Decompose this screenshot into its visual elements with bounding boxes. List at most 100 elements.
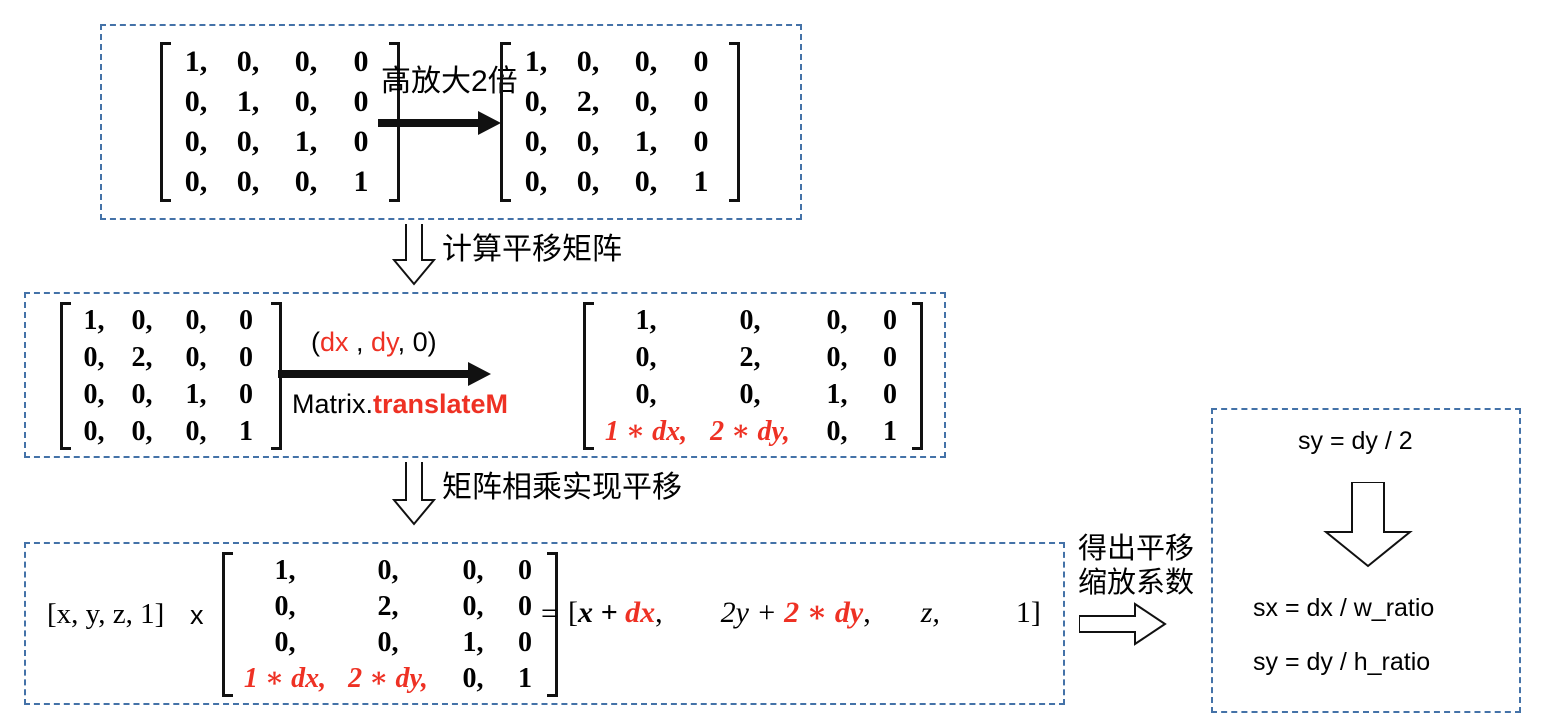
matrix-cell: 2 ∗ dy, xyxy=(710,416,790,447)
matrix-cell: 1, xyxy=(635,305,657,336)
matrix-cell: 1, xyxy=(634,125,658,158)
matrix-cell: 2 ∗ dy, xyxy=(348,662,428,694)
step3-equals-symbol: = xyxy=(541,597,558,630)
matrix-cell: 2, xyxy=(576,85,600,118)
bracket-left xyxy=(160,42,171,202)
step2-arrow-top-label: (dx , dy, 0) xyxy=(311,325,437,359)
matrix-row: 1, 0, 0, 0 xyxy=(173,42,387,82)
connector1-label: 计算平移矩阵 xyxy=(442,233,622,266)
matrix-cell: 1, xyxy=(185,379,207,410)
matrix-cell: 1 xyxy=(518,662,532,694)
matrix-row: 0, 0, 1, 0 xyxy=(73,376,269,413)
matrix-cell: 0, xyxy=(739,379,761,410)
matrix-cell: 0 xyxy=(353,125,369,158)
matrix-cell: 0, xyxy=(462,662,484,694)
matrix-cell: 1, xyxy=(462,626,484,658)
matrix-cell: 0, xyxy=(826,342,848,373)
matrix-cell: 2, xyxy=(131,342,153,373)
matrix-cell: 0, xyxy=(635,379,657,410)
matrix-cell: 0, xyxy=(184,125,208,158)
matrix-row: 1, 0, 0, 0 xyxy=(513,42,727,82)
matrix-row: 1 ∗ dx, 2 ∗ dy, 0, 1 xyxy=(596,413,910,450)
matrix-row: 1, 0, 0, 0 xyxy=(73,302,269,339)
matrix-row: 1, 0, 0, 0 xyxy=(235,553,545,589)
panel-down-arrow-icon xyxy=(1322,482,1414,568)
matrix-row: 0, 2, 0, 0 xyxy=(513,82,727,122)
bracket-right xyxy=(912,302,923,450)
matrix-cell: 0, xyxy=(826,305,848,336)
dx-token: dx xyxy=(320,327,349,357)
matrix-cell: 0, xyxy=(294,165,318,198)
matrix-cell: 0 xyxy=(239,305,253,336)
dy-token: dy xyxy=(371,327,398,357)
matrix-cell: 0 xyxy=(353,45,369,78)
step3-result-vector: [x + dx,2y + 2 ∗ dy,z,1] xyxy=(568,594,1041,632)
matrix-cell: 0, xyxy=(185,342,207,373)
step1-box xyxy=(100,24,802,220)
matrix-cell: 0, xyxy=(274,626,296,658)
matrix-cell: 0 xyxy=(883,379,897,410)
matrix-row: 0, 0, 0, 1 xyxy=(73,413,269,450)
connector3-label-line1: 得出平移 xyxy=(1078,533,1195,565)
matrix-cell: 0 xyxy=(693,125,709,158)
bracket-right xyxy=(547,552,558,697)
matrix-cell: 0 xyxy=(518,554,532,586)
matrix-row: 0, 1, 0, 0 xyxy=(173,82,387,122)
separator-1: , xyxy=(348,327,372,357)
step1-arrow-label: 高放大2倍 xyxy=(381,65,518,98)
matrix-cell: 0, xyxy=(377,554,399,586)
matrix-cell: 0 xyxy=(239,379,253,410)
result-bracket-open: [ xyxy=(568,596,578,629)
matrix-cell: 1 xyxy=(239,416,253,447)
matrix-prefix: Matrix. xyxy=(292,389,373,419)
matrix-cell: 0 xyxy=(518,590,532,622)
step2-result-matrix: 1, 0, 0, 0 0, 2, 0, 0 0, 0, 1, 0 1 ∗ dx,… xyxy=(583,302,923,450)
matrix-cell: 1, xyxy=(184,45,208,78)
bracket-left xyxy=(222,552,233,697)
panel-formula-sx: sx = dx / w_ratio xyxy=(1253,594,1435,622)
matrix-cell: 0, xyxy=(131,305,153,336)
matrix-cell: 0, xyxy=(576,45,600,78)
result-c2-black: 2y + xyxy=(720,596,785,629)
matrix-row: 0, 0, 1, 0 xyxy=(235,625,545,661)
matrix-cell: 0, xyxy=(634,165,658,198)
scale-panel-box xyxy=(1211,408,1521,713)
step1-result-matrix: 1, 0, 0, 0 0, 2, 0, 0 0, 0, 1, 0 0, 0, 0… xyxy=(500,42,740,202)
matrix-cell: 1, xyxy=(524,45,548,78)
z-token: 0 xyxy=(412,327,428,357)
matrix-cell: 0, xyxy=(184,165,208,198)
matrix-cell: 1 ∗ dx, xyxy=(604,416,688,447)
matrix-cell: 0, xyxy=(294,85,318,118)
matrix-cell: 0 xyxy=(883,342,897,373)
paren-close: ) xyxy=(427,327,437,357)
matrix-row: 1, 0, 0, 0 xyxy=(596,302,910,339)
step1-source-matrix: 1, 0, 0, 0 0, 1, 0, 0 0, 0, 1, 0 0, 0, 0… xyxy=(160,42,400,202)
matrix-cell: 0, xyxy=(634,45,658,78)
step2-arrow-bottom-label: Matrix.translateM xyxy=(292,387,508,421)
matrix-cell: 0, xyxy=(576,125,600,158)
step2-box xyxy=(24,292,946,458)
matrix-cell: 0, xyxy=(524,125,548,158)
matrix-cell: 0, xyxy=(462,554,484,586)
bracket-left xyxy=(583,302,594,450)
step2-arrow-icon xyxy=(278,362,492,386)
result-c1-comma: , xyxy=(655,596,663,629)
matrix-cell: 1, xyxy=(826,379,848,410)
matrix-row: 0, 0, 1, 0 xyxy=(173,122,387,162)
panel-top-formula: sy = dy / 2 xyxy=(1298,427,1413,455)
bracket-left xyxy=(500,42,511,202)
matrix-cell: 0, xyxy=(185,416,207,447)
connector3-right-arrow-icon xyxy=(1079,602,1167,646)
result-c1-black: x + xyxy=(578,596,626,629)
matrix-cell: 0, xyxy=(377,626,399,658)
matrix-cell: 0 xyxy=(693,45,709,78)
matrix-row: 0, 2, 0, 0 xyxy=(73,339,269,376)
matrix-cell: 0, xyxy=(185,305,207,336)
matrix-cell: 1, xyxy=(274,554,296,586)
matrix-cell: 1 xyxy=(693,165,709,198)
matrix-cell: 2, xyxy=(739,342,761,373)
step3-input-vector: [x, y, z, 1] xyxy=(47,598,165,630)
matrix-cell: 1 xyxy=(353,165,369,198)
matrix-cell: 0 xyxy=(239,342,253,373)
